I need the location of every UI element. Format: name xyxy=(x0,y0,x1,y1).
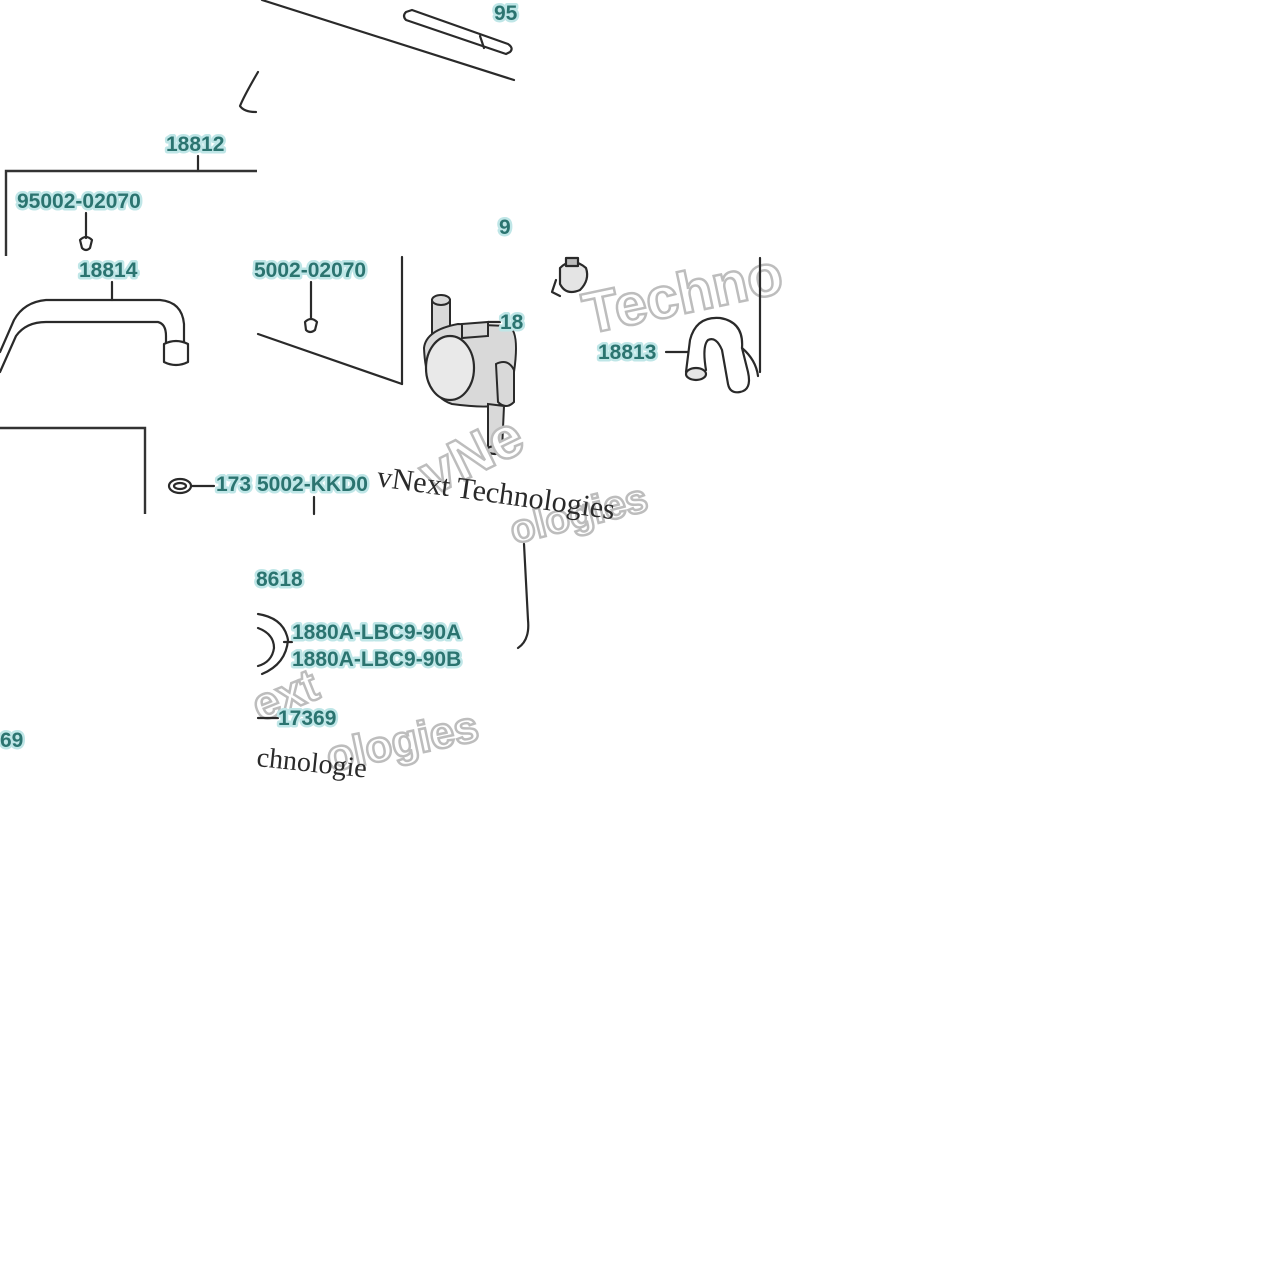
hose-18814 xyxy=(0,298,190,374)
tile-right-hose: Techno 18813 xyxy=(550,240,789,394)
watermark-text: Techno xyxy=(577,241,788,347)
part-label-18: 18 xyxy=(500,311,524,334)
part-label-9: 9 xyxy=(499,216,511,239)
clamp-173 xyxy=(167,477,216,495)
clip-part xyxy=(303,317,319,334)
clip-part xyxy=(78,235,94,252)
part-label-18814: 18814 xyxy=(79,259,138,282)
leader-line xyxy=(516,542,530,650)
hose-18813 xyxy=(684,316,760,394)
sensor-part xyxy=(256,612,294,676)
part-label-173: 173 xyxy=(216,473,251,496)
tile-lower-sensor: 8618 1880A-LBC9-90A 1880A-LBC9-90B ext 1… xyxy=(243,566,484,785)
tile-left-mid: 18814 173 xyxy=(0,257,254,514)
tile-top: 95 xyxy=(238,0,520,114)
part-label-8618: 8618 xyxy=(256,568,303,591)
part-label-95-top: 95 xyxy=(494,2,518,25)
group-bracket xyxy=(4,169,257,256)
rod-part xyxy=(402,8,513,56)
part-label-5002-02070: 5002-02070 xyxy=(254,259,366,282)
part-label-69: 69 xyxy=(0,729,23,752)
tile-left-hose: 18812 95002-02070 xyxy=(4,131,257,256)
clamp-part xyxy=(550,256,589,298)
frame-line xyxy=(256,332,404,386)
part-label-1880a-lbc9-90b: 1880A-LBC9-90B xyxy=(292,648,461,671)
part-label-1880a-lbc9-90a: 1880A-LBC9-90A xyxy=(292,621,461,644)
part-label-95002-02070: 95002-02070 xyxy=(17,190,141,213)
part-label-18813: 18813 xyxy=(598,341,656,364)
electric-water-pump xyxy=(422,294,517,456)
part-label-5002-kkd0: 5002-KKD0 xyxy=(257,473,368,496)
hook-part xyxy=(238,70,260,114)
part-label-17369: 17369 xyxy=(278,707,336,730)
part-label-18812: 18812 xyxy=(166,133,224,156)
frame-diagonal-line xyxy=(260,0,516,82)
group-bracket xyxy=(0,426,147,514)
tile-centre-pump: 9 5002-02070 18 5002-KKD0 xyxy=(252,214,526,516)
